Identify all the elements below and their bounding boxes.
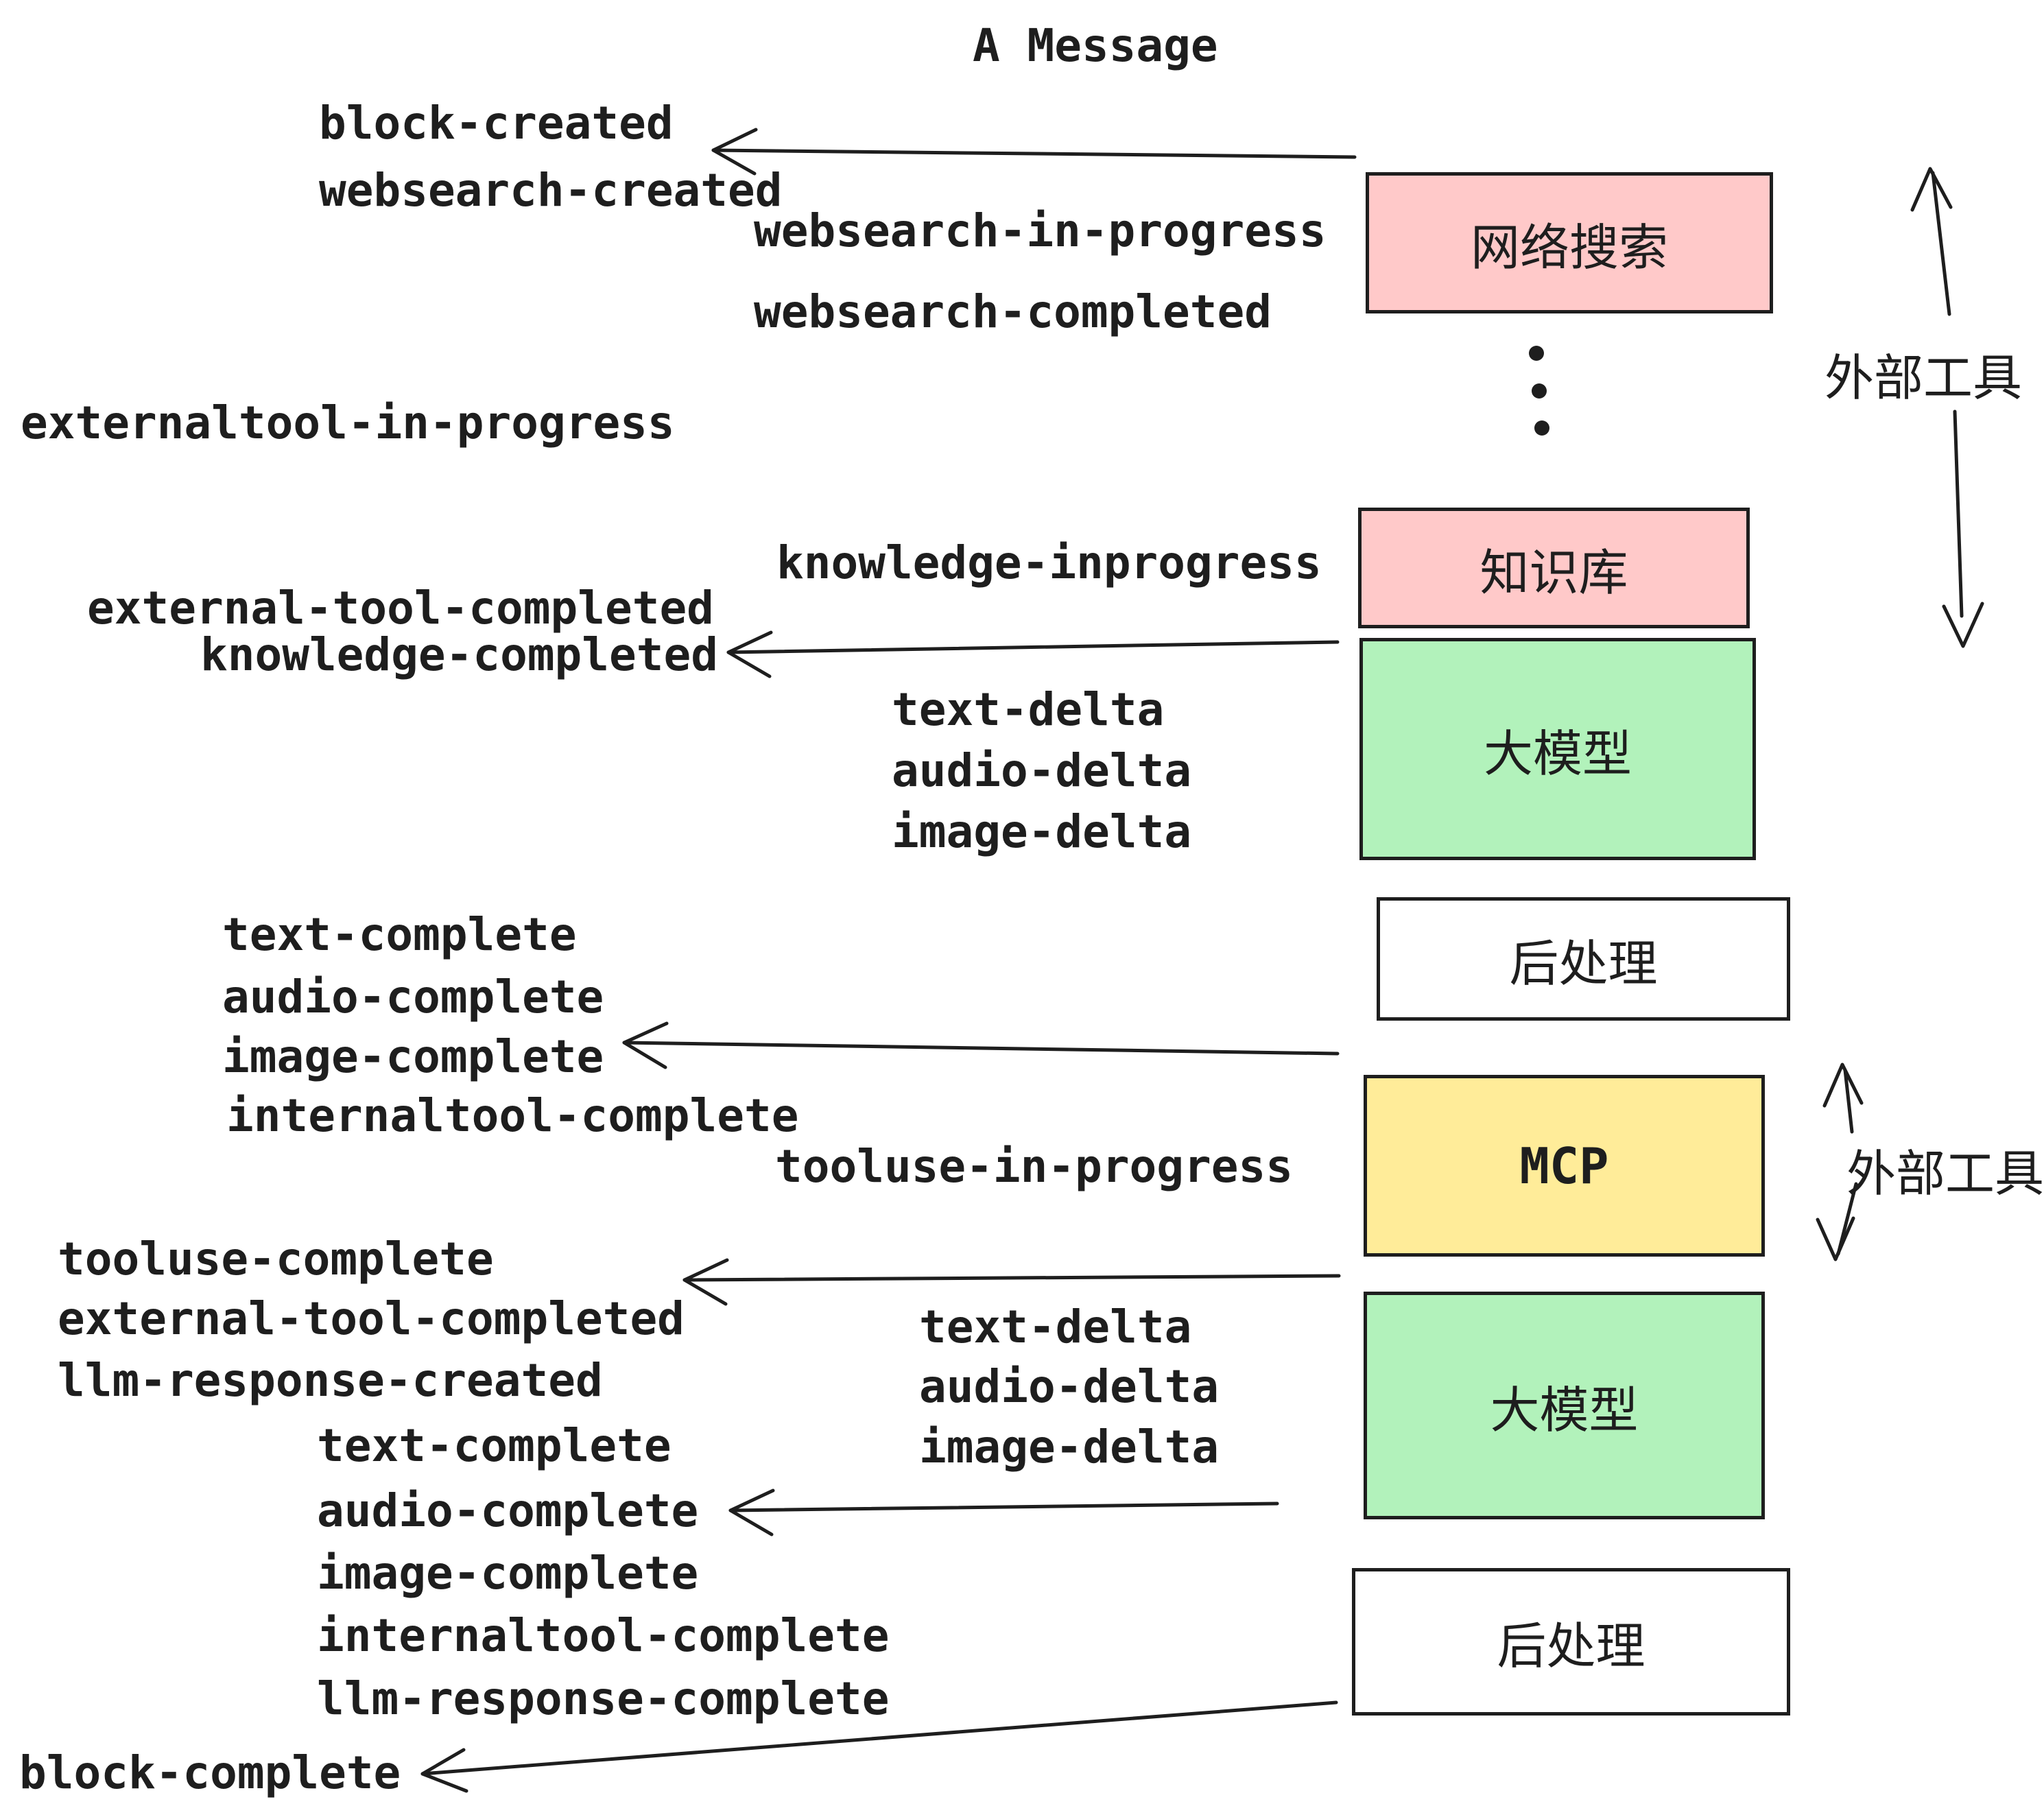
event-internaltool-complete: internaltool-complete (226, 1089, 799, 1142)
arrow-websearch-created (711, 128, 1357, 176)
external-tools-top-up-arrow (1910, 167, 1953, 316)
event-audio-delta-2: audio-delta (919, 1360, 1220, 1413)
event-externaltool-in-progress: externaltool-in-progress (21, 396, 675, 449)
node-mcp: MCP (1364, 1075, 1765, 1257)
node-llm-1-label: 大模型 (1483, 724, 1632, 783)
external-tools-mid-up-arrow (1822, 1063, 1864, 1134)
node-websearch-label: 网络搜索 (1470, 218, 1668, 276)
node-mcp-label: MCP (1519, 1137, 1609, 1195)
event-llm-response-created: llm-response-created (58, 1354, 603, 1407)
event-text-complete-2: text-complete (317, 1419, 672, 1472)
event-block-complete: block-complete (19, 1746, 401, 1799)
event-audio-complete: audio-complete (222, 971, 604, 1023)
node-llm-2-label: 大模型 (1490, 1381, 1639, 1439)
event-knowledge-inprogress: knowledge-inprogress (776, 536, 1322, 589)
event-audio-delta: audio-delta (892, 744, 1192, 797)
node-llm-2: 大模型 (1364, 1292, 1765, 1519)
event-text-delta-2: text-delta (919, 1301, 1192, 1353)
arrow-audio-complete (728, 1488, 1279, 1536)
external-tools-mid-label: 外部工具 (1846, 1145, 2044, 1202)
event-internaltool-complete-2: internaltool-complete (317, 1609, 890, 1662)
event-knowledge-completed: knowledge-completed (200, 628, 718, 681)
arrow-image-complete (622, 1021, 1340, 1069)
node-post-1: 后处理 (1377, 897, 1790, 1021)
event-websearch-created: websearch-created (319, 164, 783, 217)
event-external-tool-completed-2: external-tool-completed (58, 1292, 685, 1345)
event-tooluse-in-progress: tooluse-in-progress (775, 1140, 1293, 1193)
arrow-tooluse-complete (682, 1258, 1341, 1306)
ellipsis-dots (1529, 346, 1549, 436)
event-external-tool-completed: external-tool-completed (87, 582, 714, 634)
node-knowledge-label: 知识库 (1479, 543, 1628, 602)
diagram-title: A Message (973, 19, 1218, 72)
event-image-delta-2: image-delta (919, 1421, 1220, 1473)
external-tools-top-down-arrow (1942, 410, 1984, 648)
event-websearch-in-progress: websearch-in-progress (754, 204, 1327, 257)
event-block-created: block-created (319, 97, 674, 150)
event-text-complete: text-complete (222, 908, 577, 961)
node-post-2: 后处理 (1352, 1568, 1790, 1716)
node-websearch: 网络搜索 (1366, 172, 1773, 313)
event-image-delta: image-delta (892, 805, 1192, 858)
event-image-complete: image-complete (222, 1030, 604, 1083)
event-audio-complete-2: audio-complete (317, 1484, 699, 1537)
event-llm-response-complete: llm-response-complete (317, 1672, 890, 1725)
arrow-knowledge-completed (726, 630, 1340, 678)
node-knowledge: 知识库 (1358, 508, 1750, 628)
node-post-2-label: 后处理 (1497, 1617, 1645, 1675)
event-tooluse-complete: tooluse-complete (58, 1233, 494, 1285)
node-post-1-label: 后处理 (1509, 934, 1658, 993)
node-llm-1: 大模型 (1359, 638, 1756, 860)
event-image-complete-2: image-complete (317, 1547, 699, 1600)
external-tools-top-label: 外部工具 (1825, 349, 2023, 407)
event-websearch-completed: websearch-completed (754, 285, 1272, 338)
event-text-delta: text-delta (892, 683, 1165, 736)
